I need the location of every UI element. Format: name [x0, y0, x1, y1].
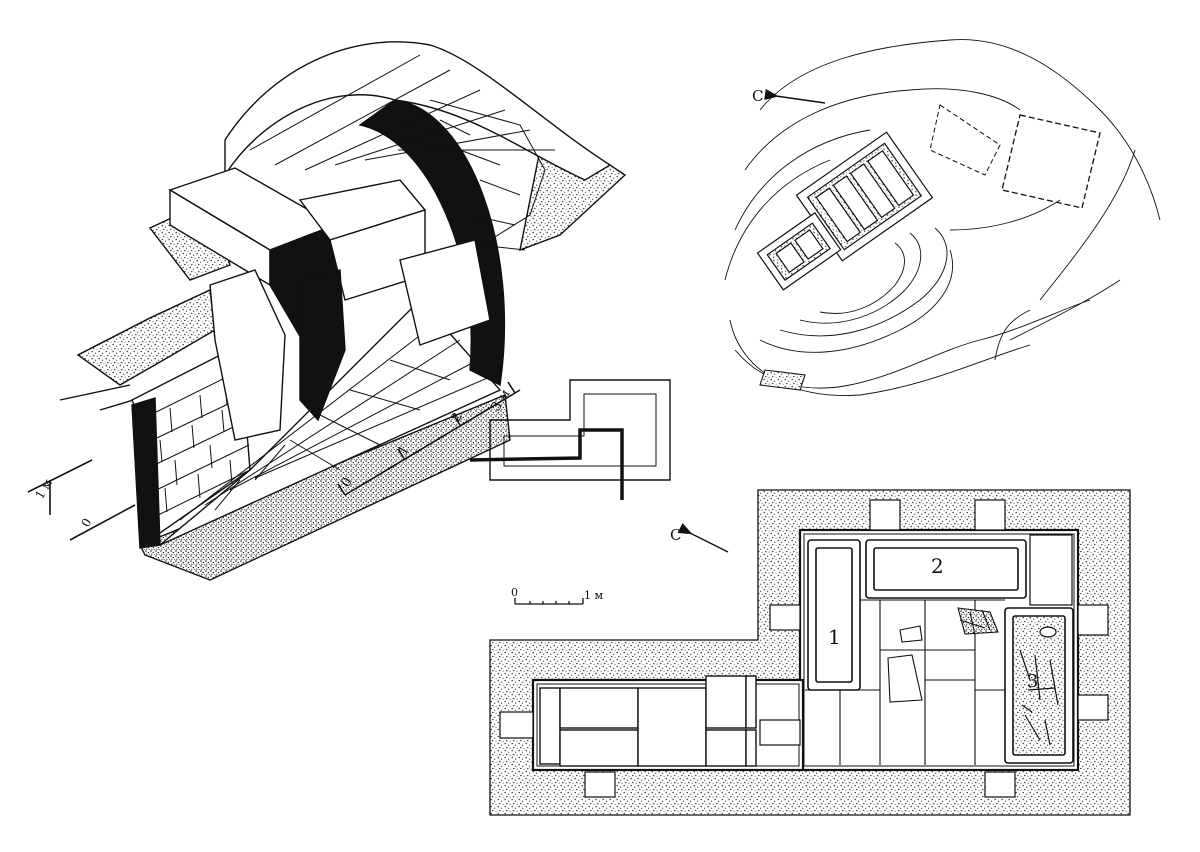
- scattered-finds: [887, 607, 999, 703]
- north-label-plan: С: [670, 526, 681, 544]
- slab-right-top: [1029, 534, 1073, 606]
- small-stone: [759, 369, 806, 391]
- sarcophagus-2: [865, 539, 1027, 599]
- sarcophagus-label-2: 2: [931, 554, 944, 578]
- site-topographic-plan: С: [724, 39, 1161, 396]
- plan-scale-end: 1 м: [584, 589, 603, 602]
- plan-scale-bar: [514, 598, 584, 605]
- sarcophagus-3: [1004, 607, 1074, 764]
- right-wall-edge: [399, 239, 491, 346]
- section-line: [469, 428, 624, 500]
- north-arrow-plan: [677, 522, 729, 553]
- contour-lines: [724, 39, 1161, 396]
- section-base-stipple: [139, 393, 511, 581]
- antechamber-blocks: [539, 675, 757, 767]
- north-label-top: С: [752, 87, 763, 105]
- vault-barrel: [224, 41, 612, 181]
- sarcophagus-1: [807, 539, 861, 691]
- detailed-tomb-plan: С 0 1 м: [489, 489, 1131, 816]
- key-plan: [469, 379, 671, 500]
- vertical-scale-bar: [27, 459, 136, 541]
- plan-scale-start: 0: [511, 586, 518, 599]
- north-arrow-top: [764, 88, 826, 104]
- trench-piers: [499, 499, 1109, 798]
- tomb-plan-small: [756, 131, 934, 291]
- tomb-outline-dashed: [929, 104, 1001, 176]
- excavation-square: [1001, 114, 1101, 209]
- skeletal-remains: [1019, 626, 1059, 746]
- isometric-scale-bar: [337, 381, 521, 496]
- door-jamb-shadow: [299, 269, 346, 422]
- sarcophagus-label-3: 3: [1027, 671, 1038, 692]
- chamber-floor-slabs: [805, 599, 1005, 765]
- sarcophagus-label-1: 1: [828, 625, 841, 649]
- left-wall-cut: [131, 397, 161, 549]
- door-jamb: [209, 269, 286, 441]
- isometric-cutaway-view: [59, 41, 627, 581]
- floor-slab-joints: [179, 319, 493, 521]
- vault-voussoirs: [249, 54, 555, 251]
